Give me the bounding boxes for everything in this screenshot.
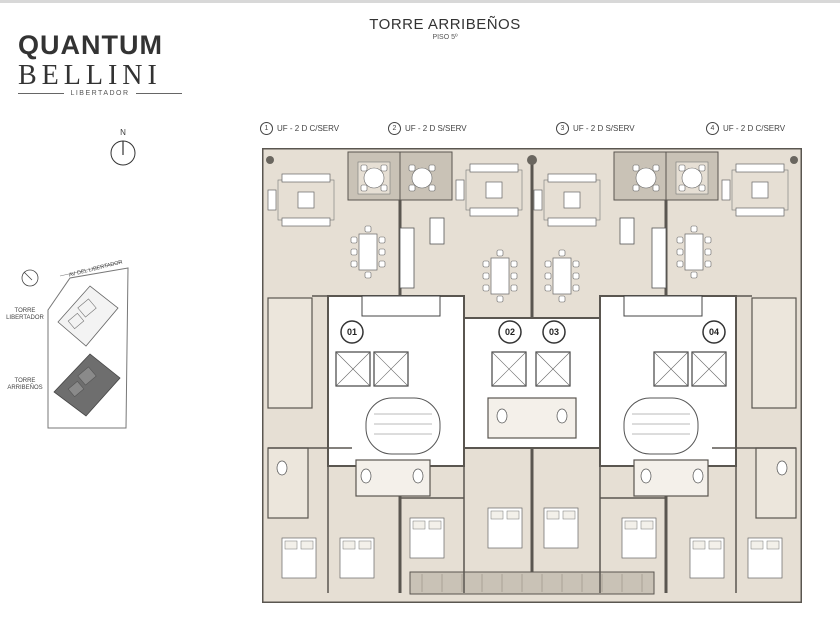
brand-logo-bellini: BELLINI [18, 60, 162, 91]
brand-logo-quantum: QUANTUM [18, 30, 163, 60]
unit-type-text: UF - 2 D S/SERV [573, 124, 635, 133]
service-cores [327, 295, 737, 467]
unit-label-2: 2 UF - 2 D S/SERV [388, 122, 467, 135]
site-street-label: AV DEL LIBERTADOR [68, 259, 123, 278]
site-tower1-label: TORRE LIBERTADOR [6, 308, 44, 321]
unit-tag-01: 01 [347, 327, 357, 337]
page-title: TORRE ARRIBEÑOS [369, 16, 521, 33]
kitchens [399, 217, 667, 289]
unit-entry-tags: 01 02 03 04 [340, 320, 726, 344]
unit-number-badge: 1 [260, 122, 273, 135]
unit-tag-02: 02 [505, 327, 515, 337]
floor-plan: 01 02 03 04 [262, 148, 802, 603]
brand-rule-right [135, 93, 182, 94]
unit-tag-04: 04 [709, 327, 719, 337]
brand-logo-libertador: LIBERTADOR [18, 90, 182, 97]
site-tower2-label: TORRE ARRIBEÑOS [7, 378, 43, 391]
site-boundary [47, 267, 129, 429]
unit-type-text: UF - 2 D C/SERV [723, 124, 786, 133]
unit-type-text: UF - 2 D S/SERV [405, 124, 467, 133]
site-compass-icon [21, 269, 39, 287]
brand-rule-left [18, 93, 65, 94]
unit-label-1: 1 UF - 2 D C/SERV [260, 122, 339, 135]
floor-subtitle: PISO 5º [432, 34, 458, 41]
interior-walls [268, 295, 796, 593]
service-rooms [267, 297, 797, 519]
unit-number-badge: 3 [556, 122, 569, 135]
unit-label-4: 4 UF - 2 D C/SERV [706, 122, 785, 135]
brand-sub-label: LIBERTADOR [70, 90, 130, 97]
bottom-terrace [409, 571, 655, 595]
site-plan: AV DEL LIBERTADOR [21, 259, 129, 429]
tower-arribenos-footprint [53, 353, 121, 417]
balconies [347, 151, 719, 201]
top-border [0, 0, 840, 3]
north-arrow-icon [110, 140, 136, 166]
unit-tag-03: 03 [549, 327, 559, 337]
unit-type-text: UF - 2 D C/SERV [277, 124, 340, 133]
unit-number-badge: 4 [706, 122, 719, 135]
tower-libertador-footprint [57, 285, 119, 347]
unit-label-3: 3 UF - 2 D S/SERV [556, 122, 635, 135]
north-label: N [120, 128, 126, 137]
bathrooms [276, 397, 788, 497]
unit-number-badge: 2 [388, 122, 401, 135]
